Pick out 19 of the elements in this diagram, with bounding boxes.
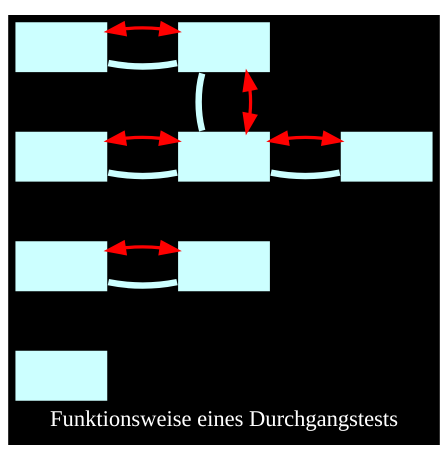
node-box	[14, 348, 109, 402]
connector	[195, 72, 206, 131]
connector	[108, 168, 178, 179]
caption: Funktionsweise eines Durchgangstests	[50, 405, 398, 430]
arrow	[242, 68, 258, 135]
node-box	[14, 20, 109, 74]
node-box	[176, 20, 272, 74]
node-box	[339, 130, 434, 183]
arrow	[104, 239, 182, 255]
node-box	[14, 130, 109, 183]
node-box	[176, 239, 272, 292]
node-box	[14, 239, 109, 292]
connector	[270, 168, 340, 179]
arrow	[104, 20, 182, 36]
connector	[108, 278, 178, 288]
connector	[108, 59, 178, 70]
arrow	[266, 130, 344, 146]
node-box	[176, 130, 272, 183]
arrow	[104, 130, 182, 146]
